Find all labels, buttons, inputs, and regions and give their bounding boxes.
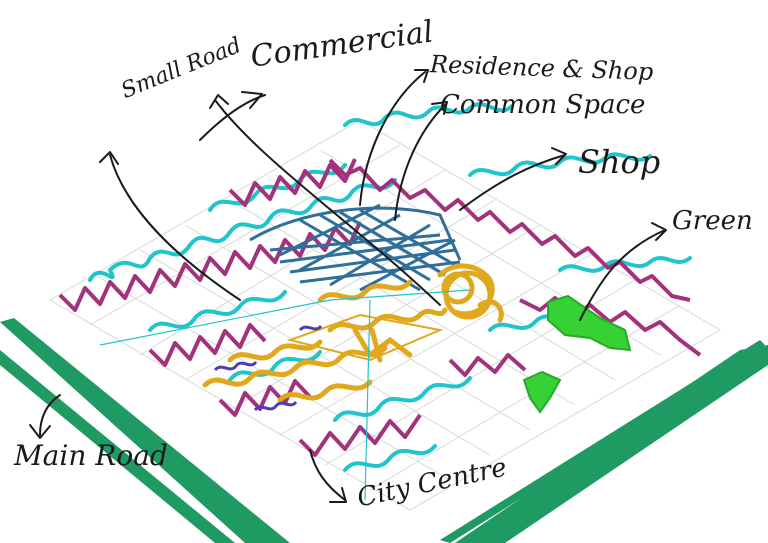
- residence-shop-loops: [88, 102, 692, 472]
- commercial-zigzags: [58, 158, 702, 457]
- shop-coils: [202, 263, 504, 403]
- green-patches: [522, 294, 632, 414]
- residence-shop-label: Residence & Shop: [429, 50, 654, 86]
- green-label: Green: [672, 206, 753, 236]
- main-road-label: Main Road: [14, 439, 168, 472]
- main-road: [0, 318, 768, 543]
- thin-lines: [99, 289, 471, 501]
- residential-core-loops: [213, 324, 323, 412]
- annotation-arrows: [29, 69, 667, 503]
- common-space-hatch: [249, 203, 462, 292]
- common-space-label: Common Space: [440, 90, 646, 120]
- shop-label: Shop: [578, 143, 661, 181]
